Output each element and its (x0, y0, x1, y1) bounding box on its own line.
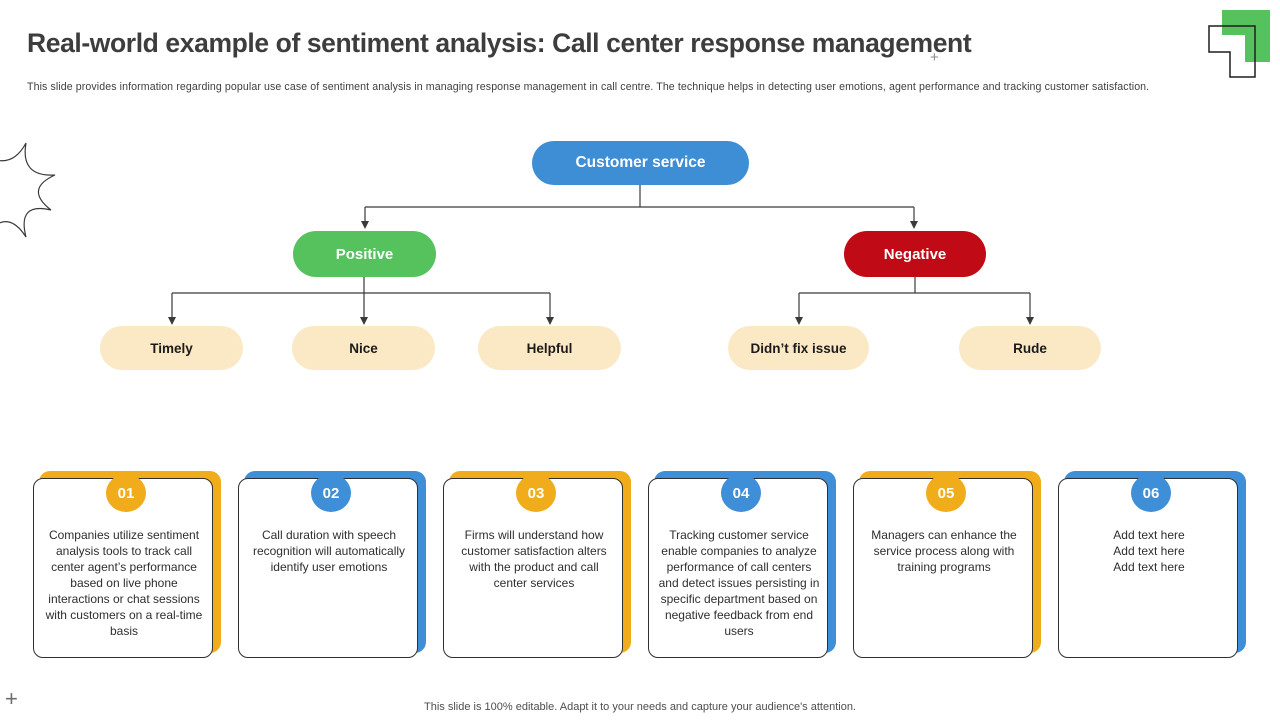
card-05-number-badge: 05 (926, 474, 966, 512)
arrowhead-helpful (546, 317, 554, 325)
page-title: Real-world example of sentiment analysis… (27, 28, 972, 58)
card-05: Managers can enhance the service process… (853, 471, 1043, 663)
card-03-text: Firms will understand how customer satis… (461, 528, 607, 590)
card-04: Tracking customer service enable compani… (648, 471, 838, 663)
logo-outline-l-shape (1208, 25, 1256, 78)
arrowhead-didntfix (795, 317, 803, 325)
card-02-text: Call duration with speech recognition wi… (252, 528, 406, 574)
node-positive: Positive (293, 231, 436, 277)
card-03: Firms will understand how customer satis… (443, 471, 633, 663)
card-04-number-badge: 04 (721, 474, 761, 512)
arrowhead-rude (1026, 317, 1034, 325)
card-01-text: Companies utilize sentiment analysis too… (45, 528, 203, 638)
card-05-text: Managers can enhance the service process… (871, 528, 1017, 574)
card-06-number-badge: 06 (1131, 474, 1171, 512)
arrowhead-nice (360, 317, 368, 325)
arrowhead-negative (910, 221, 918, 229)
node-rude: Rude (959, 326, 1101, 370)
node-helpful: Helpful (478, 326, 621, 370)
node-negative: Negative (844, 231, 986, 277)
card-01-number-badge: 01 (106, 474, 146, 512)
card-01: Companies utilize sentiment analysis too… (33, 471, 223, 663)
card-04-text: Tracking customer service enable compani… (658, 528, 820, 638)
card-06-text: Add text here Add text here Add text her… (1113, 528, 1185, 574)
card-02-number-badge: 02 (311, 474, 351, 512)
brand-logo-icon (1208, 10, 1270, 78)
plus-icon: + (5, 686, 18, 711)
slide-subtitle: This slide provides information regardin… (27, 81, 1150, 93)
arrowhead-positive (361, 221, 369, 229)
node-didnt-fix-issue: Didn’t fix issue (728, 326, 869, 370)
arrowhead-timely (168, 317, 176, 325)
starburst-icon (0, 142, 56, 238)
mouse-cursor-icon: + (930, 49, 939, 66)
node-customer-service: Customer service (532, 141, 749, 185)
card-06: Add text here Add text here Add text her… (1058, 471, 1248, 663)
footer-note: This slide is 100% editable. Adapt it to… (424, 701, 856, 713)
node-nice: Nice (292, 326, 435, 370)
logo-green-l-shape (1222, 10, 1270, 62)
card-02: Call duration with speech recognition wi… (238, 471, 428, 663)
card-03-number-badge: 03 (516, 474, 556, 512)
card-03-body: Firms will understand how customer satis… (443, 478, 623, 658)
node-timely: Timely (100, 326, 243, 370)
